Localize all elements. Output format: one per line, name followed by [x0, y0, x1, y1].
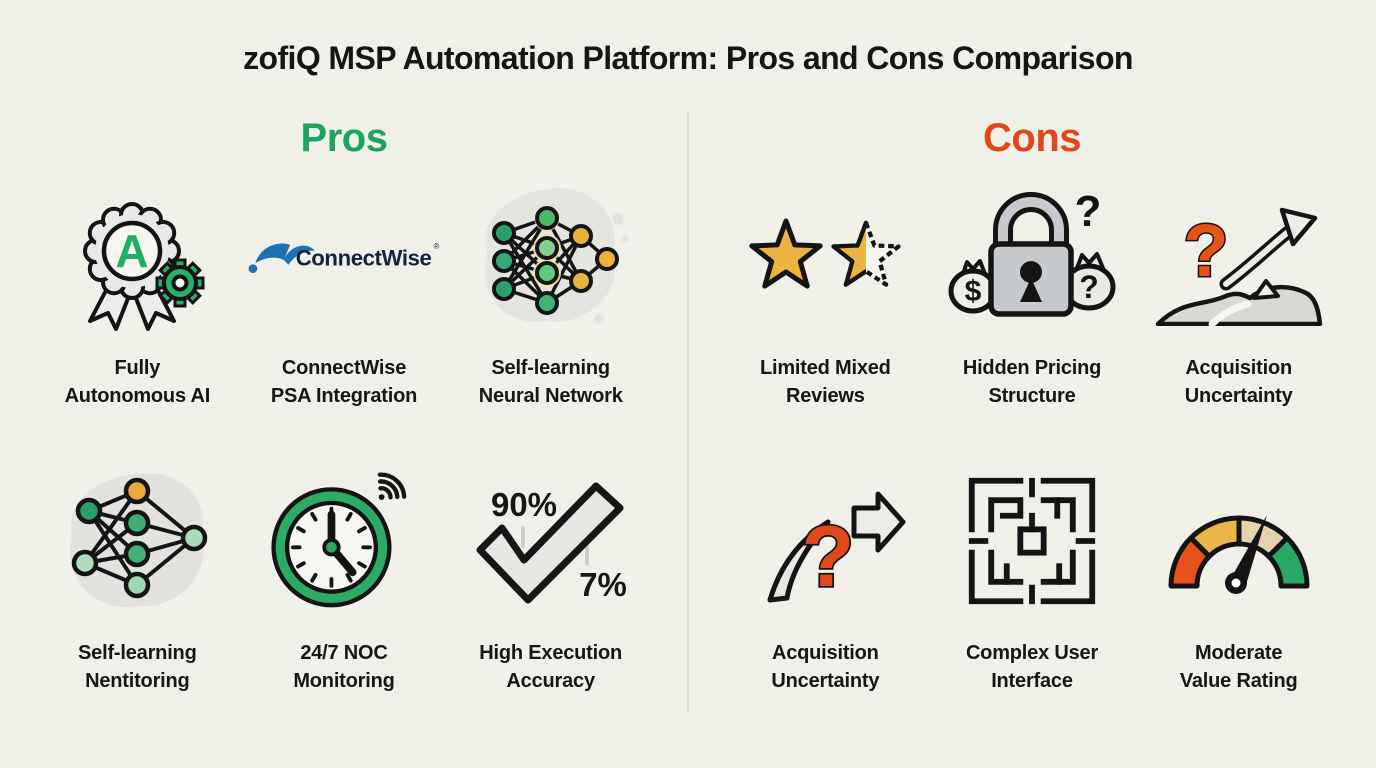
question-arrow-icon: ? — [722, 466, 929, 616]
svg-text:?: ? — [1075, 187, 1102, 236]
pros-heading: Pros — [300, 116, 388, 160]
item-label: Acquisition Uncertainty — [1184, 357, 1293, 407]
item-label: Self-learning Neural Network — [478, 357, 623, 407]
svg-text:A: A — [116, 225, 149, 277]
svg-text:90%: 90% — [491, 486, 557, 523]
award-badge-icon: A — [34, 181, 241, 331]
cons-item-reviews: Limited Mixed Reviews — [722, 181, 929, 410]
gauge-icon — [1135, 466, 1342, 616]
page-title: zofiQ MSP Automation Platform: Pros and … — [243, 40, 1133, 76]
svg-text:?: ? — [1079, 269, 1099, 305]
clock-noc-icon — [241, 466, 448, 616]
half-star-icon — [831, 220, 901, 287]
item-label: Hidden Pricing Structure — [962, 357, 1102, 407]
gear-icon — [155, 258, 205, 308]
gauge-needle — [1224, 515, 1267, 595]
cons-item-acquisition-2: ? Acquisition Uncertainty — [722, 466, 929, 695]
pros-item-connectwise: ConnectWise ® ConnectWise PSA Integratio… — [241, 181, 448, 410]
full-star-icon — [749, 218, 823, 289]
signal-waves-icon — [377, 472, 407, 501]
cons-item-acquisition-1: ? Acquisition Uncertainty — [1135, 181, 1342, 410]
cons-column: Cons Limi — [688, 112, 1376, 695]
svg-text:®: ® — [433, 242, 439, 251]
neural-network-icon — [447, 181, 654, 331]
svg-text:7%: 7% — [579, 566, 627, 603]
cons-grid: Limited Mixed Reviews ? $ — [688, 181, 1376, 695]
pros-item-noc-monitoring: 24/7 NOC Monitoring — [241, 466, 448, 695]
item-label: Fully Autonomous AI — [64, 357, 211, 407]
column-divider — [687, 112, 689, 712]
svg-text:?: ? — [802, 509, 855, 605]
uncertain-growth-icon: ? — [1135, 181, 1342, 331]
cons-item-pricing: ? $ ? — [929, 181, 1136, 410]
item-label: Complex User Interface — [965, 642, 1099, 692]
item-label: ConnectWise PSA Integration — [270, 357, 418, 407]
locked-pricing-icon: ? $ ? — [929, 181, 1136, 331]
neural-network-icon — [34, 466, 241, 616]
pros-item-autonomous-ai: A — [34, 181, 241, 410]
pros-column: Pros — [0, 112, 688, 695]
svg-text:ConnectWise: ConnectWise — [296, 246, 432, 271]
item-label: 24/7 NOC Monitoring — [293, 642, 395, 692]
svg-text:$: $ — [965, 275, 982, 308]
item-label: Self-learning Nentitoring — [78, 642, 197, 692]
pros-item-accuracy: 90% 7% High Execution Accuracy — [447, 466, 654, 695]
item-label: Moderate Value Rating — [1179, 642, 1298, 692]
svg-text:?: ? — [1183, 209, 1228, 292]
checkmark-accuracy-icon: 90% 7% — [447, 466, 654, 616]
item-label: High Execution Accuracy — [479, 642, 623, 692]
cons-item-value-rating: Moderate Value Rating — [1135, 466, 1342, 695]
connectwise-mark — [248, 243, 315, 274]
pros-grid: A — [0, 181, 688, 695]
pros-item-self-learning: Self-learning Nentitoring — [34, 466, 241, 695]
maze-icon — [929, 466, 1136, 616]
item-label: Limited Mixed Reviews — [759, 357, 891, 407]
connectwise-logo: ConnectWise ® — [241, 181, 448, 331]
cons-heading: Cons — [983, 116, 1082, 160]
cons-item-interface: Complex User Interface — [929, 466, 1136, 695]
pros-item-neural-network: Self-learning Neural Network — [447, 181, 654, 410]
star-rating-icon — [722, 181, 929, 331]
padlock — [988, 191, 1074, 317]
item-label: Acquisition Uncertainty — [771, 642, 880, 692]
